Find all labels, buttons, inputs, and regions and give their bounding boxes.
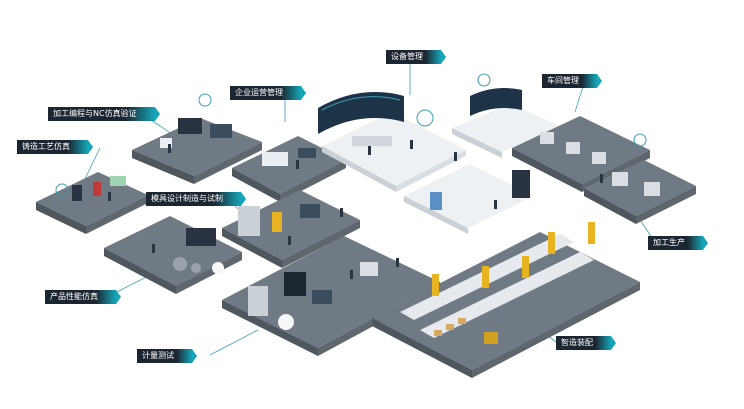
label-performance-sim[interactable]: 产品性能仿真 (45, 290, 121, 304)
label-enterprise-ops[interactable]: 企业运营管理 (230, 86, 306, 100)
people (108, 140, 603, 279)
robot-area-floor (404, 164, 534, 234)
platform-mold-design (222, 190, 360, 268)
label-machining-nc[interactable]: 加工编程与NC仿真验证 (48, 107, 160, 121)
platform-performance-sim (104, 216, 242, 294)
platform-casting-sim (36, 172, 148, 234)
platform-enterprise-ops (232, 136, 346, 202)
platform-machining-prod (584, 160, 696, 224)
platform-machining-nc (132, 93, 262, 184)
label-workshop-mgmt[interactable]: 车间管理 (542, 74, 602, 88)
label-machining-prod[interactable]: 加工生产 (648, 236, 708, 250)
cargo-boxes (434, 318, 466, 336)
label-smart-assembly[interactable]: 智造装配 (556, 336, 616, 350)
platform-smart-assembly (372, 222, 640, 378)
control-center-floor (318, 92, 466, 192)
robot-arms (432, 222, 595, 296)
label-equipment-mgmt[interactable]: 设备管理 (386, 50, 446, 64)
label-measurement[interactable]: 计量测试 (137, 349, 197, 363)
label-mold-design[interactable]: 模具设计制造与试制 (146, 192, 246, 206)
label-casting-sim[interactable]: 铸造工艺仿真 (17, 140, 93, 154)
platform-workshop-mgmt (452, 73, 650, 192)
